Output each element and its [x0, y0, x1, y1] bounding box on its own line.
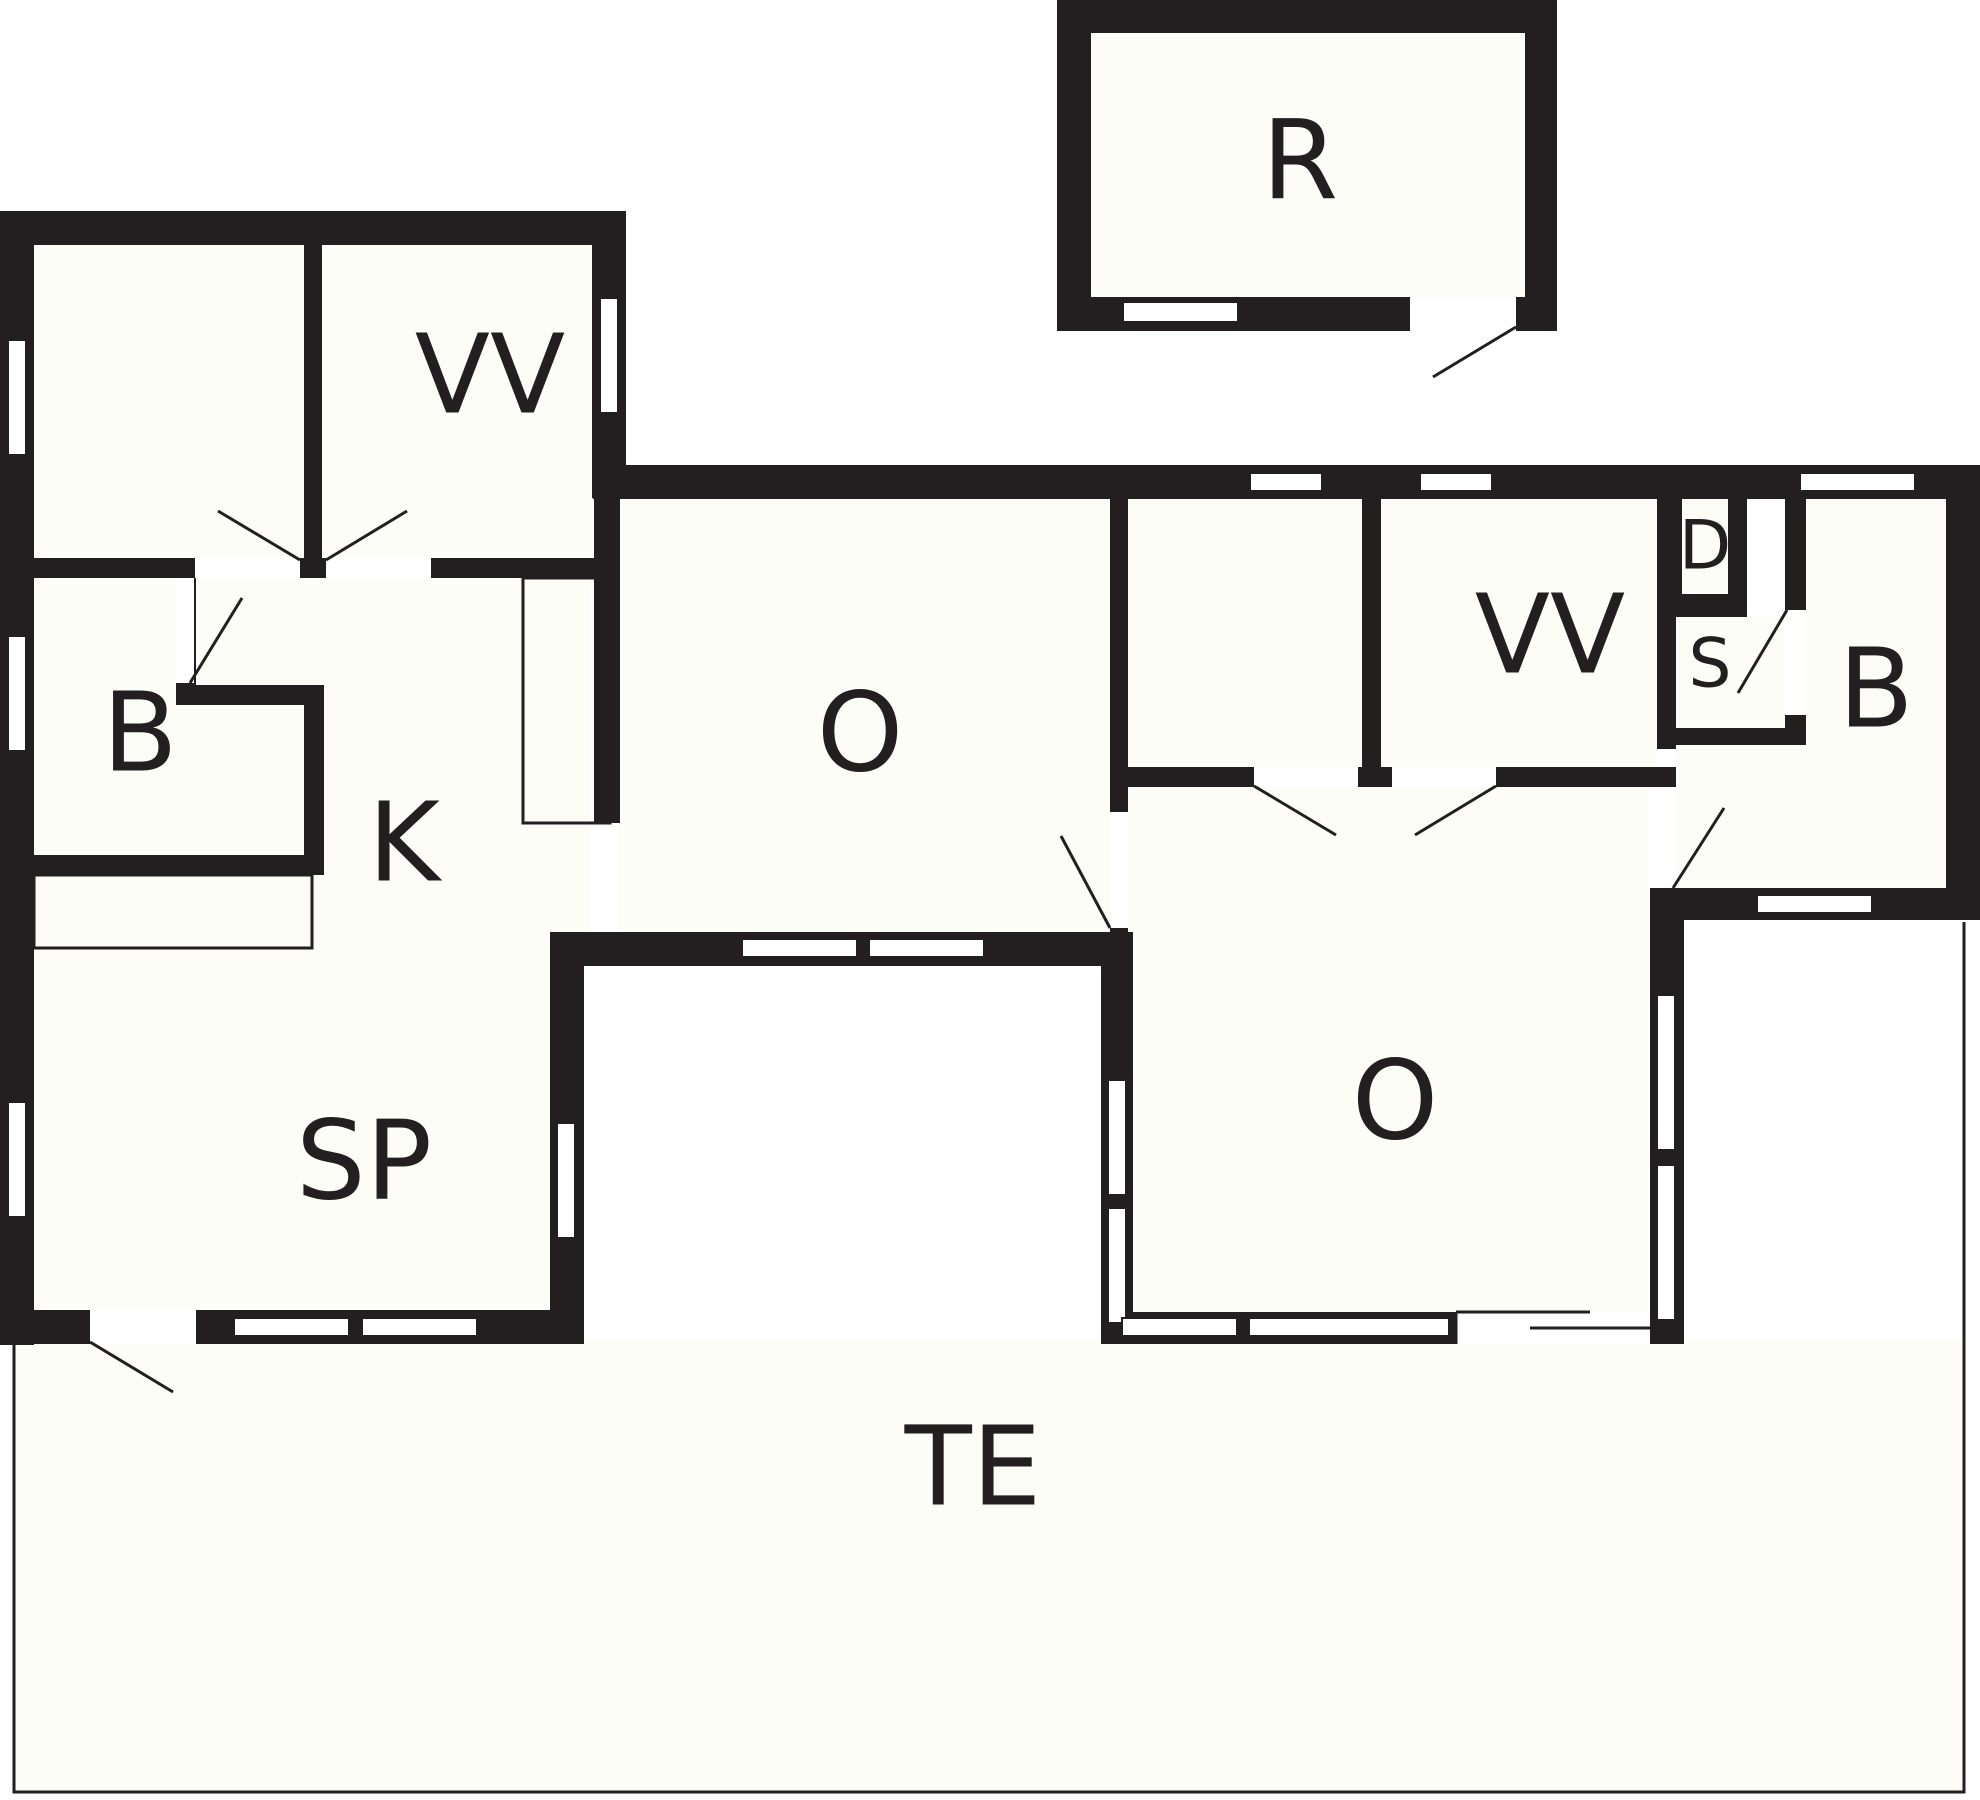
window	[1107, 1079, 1127, 1196]
window	[1756, 894, 1873, 914]
window	[7, 339, 27, 456]
window	[1419, 472, 1493, 492]
window	[1249, 472, 1323, 492]
window	[361, 1317, 478, 1337]
window	[741, 938, 858, 958]
fixtures	[32, 576, 612, 950]
room-label-o-right: O	[1352, 1036, 1439, 1164]
room-label-r: R	[1262, 96, 1338, 224]
shed-window	[1122, 301, 1239, 323]
room-label-k: K	[368, 778, 443, 906]
main-house	[0, 211, 1980, 1345]
window	[1121, 1317, 1238, 1337]
window	[233, 1317, 350, 1337]
shed-door-opening	[1410, 297, 1516, 331]
window	[1656, 994, 1676, 1151]
window	[556, 1122, 576, 1239]
window	[868, 938, 985, 958]
room-label-b-right: B	[1838, 624, 1913, 752]
window	[7, 1101, 27, 1218]
window	[7, 635, 27, 752]
window	[1107, 1207, 1127, 1324]
room-label-b-left: B	[102, 668, 177, 796]
room-label-vv-right: VV	[1475, 570, 1626, 698]
window	[1248, 1317, 1450, 1337]
shed-door-swing	[1432, 325, 1517, 379]
room-label-o-center: O	[817, 668, 904, 796]
room-labels: R VV B K O SP VV D S B O TE	[102, 96, 1913, 1530]
window	[1799, 472, 1916, 492]
terrace	[12, 922, 1966, 1794]
room-label-d: D	[1679, 507, 1731, 586]
windows	[7, 297, 1916, 1337]
shed-r	[1057, 0, 1557, 379]
window	[1656, 1164, 1676, 1321]
room-label-vv-left: VV	[415, 310, 566, 438]
window	[599, 297, 619, 414]
doors	[89, 509, 1806, 1394]
kitchen-counter	[521, 576, 612, 825]
room-label-s: S	[1688, 625, 1731, 704]
room-label-te: TE	[904, 1402, 1042, 1530]
room-label-sp: SP	[296, 1096, 432, 1224]
